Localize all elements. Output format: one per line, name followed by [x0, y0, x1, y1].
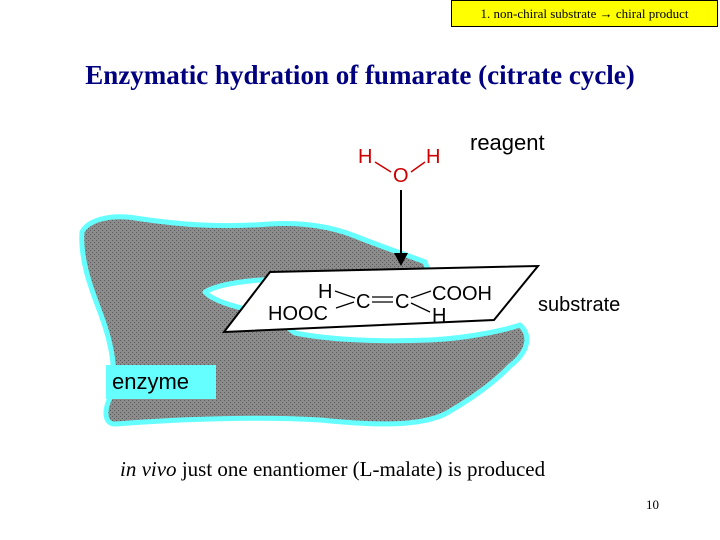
reagent-label: reagent: [470, 130, 545, 155]
page-number: 10: [646, 497, 659, 512]
bond-c2-h: [410, 302, 431, 313]
fumarate-c2: C: [395, 291, 409, 313]
fumarate-cooh: COOH: [432, 283, 492, 305]
caption-italic: in vivo: [120, 457, 177, 481]
slide-title: Enzymatic hydration of fumarate (citrate…: [85, 60, 635, 90]
fumarate-hooc: HOOC: [268, 303, 328, 325]
bond-hooc-c1: [335, 301, 355, 309]
reaction-arrow-head: [394, 253, 408, 266]
bond-c2-cooh: [410, 290, 432, 299]
water-h-right: H: [426, 146, 440, 168]
bond-h-c1: [334, 290, 356, 299]
fumarate-c1: C: [356, 291, 370, 313]
water-h-left: H: [358, 146, 372, 168]
caption-text: just one enantiomer (L-malate) is produc…: [176, 457, 546, 481]
slide-section-tag: 1. non-chiral substrate → chiral product: [451, 0, 718, 27]
enzyme-label: enzyme: [106, 365, 216, 399]
o-h-bond-right: [410, 161, 426, 173]
o-h-bond-left: [374, 161, 392, 173]
water-oxygen: O: [393, 165, 409, 187]
substrate-label: substrate: [538, 294, 620, 316]
fumarate-h-top: H: [318, 281, 332, 303]
substrate-plane: [221, 264, 541, 334]
fumarate-h-bottom: H: [432, 305, 446, 327]
slide-caption: in vivo just one enantiomer (L-malate) i…: [120, 457, 545, 482]
